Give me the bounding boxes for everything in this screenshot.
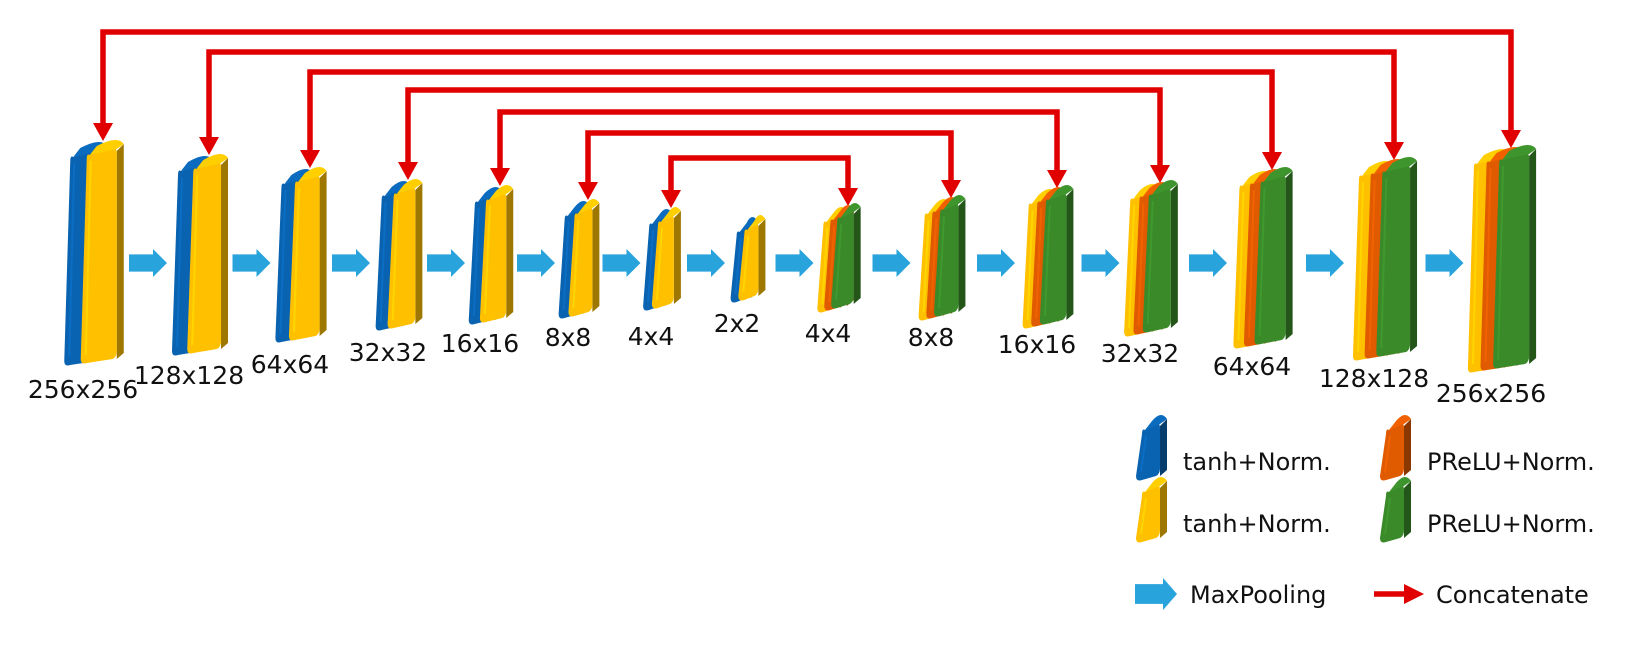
maxpool-arrow	[232, 249, 271, 277]
feature-block	[468, 184, 514, 325]
maxpool-arrow	[1306, 249, 1344, 277]
concat-arrow	[300, 69, 1282, 170]
legend-label-concatenate: Concatenate	[1436, 581, 1589, 609]
block-size-label: 2x2	[714, 309, 761, 338]
maxpool-arrow	[129, 249, 167, 277]
feature-block	[918, 194, 966, 321]
layer-prelu-green	[1376, 156, 1418, 357]
layer-tanh-yellow	[479, 184, 514, 323]
legend-label-prelu-orange: PReLU+Norm.	[1427, 448, 1595, 476]
layer-prelu-green	[1039, 184, 1074, 325]
block-size-label: 8x8	[545, 323, 592, 352]
maxpool-arrow	[1081, 249, 1120, 277]
feature-block	[730, 214, 766, 303]
legend-concat-arrow-icon	[1374, 584, 1424, 604]
layer-tanh-yellow	[568, 198, 600, 317]
maxpool-arrow	[517, 249, 555, 277]
legend-label-prelu-green: PReLU+Norm.	[1427, 510, 1595, 538]
feature-block	[643, 206, 681, 311]
feature-block	[171, 153, 229, 356]
block-size-label: 8x8	[908, 323, 955, 352]
legend-label-maxpooling: MaxPooling	[1190, 581, 1326, 609]
maxpool-arrows	[129, 249, 1464, 277]
skip-connections	[93, 29, 1521, 208]
feature-block	[1124, 179, 1178, 337]
maxpool-arrow	[775, 249, 814, 277]
layer-tanh-yellow	[80, 139, 124, 364]
legend-label-tanh-blue: tanh+Norm.	[1183, 448, 1331, 476]
feature-blocks	[64, 139, 1537, 373]
legend-swatch-tanh-yellow	[1136, 476, 1167, 543]
concat-arrow	[93, 29, 1521, 148]
block-size-label: 32x32	[349, 338, 427, 367]
maxpool-arrow	[427, 249, 465, 277]
block-size-label: 128x128	[134, 361, 244, 390]
block-size-label: 16x16	[998, 330, 1076, 359]
feature-block	[275, 166, 327, 343]
block-size-label: 16x16	[441, 329, 519, 358]
block-size-label: 64x64	[251, 350, 329, 379]
layer-tanh-yellow	[387, 178, 423, 329]
maxpool-arrow	[977, 249, 1015, 277]
block-size-label: 4x4	[805, 319, 852, 348]
feature-block	[1467, 144, 1537, 373]
legend-swatch-prelu-green	[1380, 476, 1411, 543]
concat-arrow	[661, 155, 858, 208]
concat-arrow	[490, 109, 1067, 188]
legend-swatch-prelu-orange	[1380, 414, 1411, 481]
feature-block	[817, 202, 861, 313]
feature-block	[1233, 166, 1293, 349]
concat-arrow	[578, 130, 961, 200]
concat-arrow	[199, 49, 1404, 160]
feature-block	[1352, 156, 1418, 361]
layer-prelu-green	[1493, 144, 1537, 369]
block-size-label: 256x256	[1436, 379, 1546, 408]
block-size-label: 64x64	[1213, 352, 1291, 381]
feature-block	[375, 178, 423, 331]
layer-prelu-green	[1142, 179, 1178, 333]
block-size-label: 32x32	[1101, 339, 1179, 368]
block-size-label: 128x128	[1319, 364, 1429, 393]
feature-block	[558, 198, 600, 319]
feature-block	[1022, 184, 1074, 329]
legend-swatch-tanh-blue	[1136, 414, 1167, 481]
layer-tanh-yellow	[738, 214, 766, 301]
legend-maxpool-arrow-icon	[1135, 578, 1177, 610]
maxpool-arrow	[1425, 249, 1464, 277]
legend-swatches	[1135, 414, 1424, 610]
maxpool-arrow	[602, 249, 641, 277]
layer-tanh-yellow	[288, 166, 327, 341]
maxpool-arrow	[687, 249, 725, 277]
layer-tanh-yellow	[187, 153, 229, 354]
block-size-label: 256x256	[28, 375, 138, 404]
legend-label-tanh-yellow: tanh+Norm.	[1183, 510, 1331, 538]
feature-block	[64, 139, 124, 366]
layer-prelu-green	[1254, 166, 1293, 345]
layer-tanh-yellow	[651, 206, 681, 309]
maxpool-arrow	[332, 249, 370, 277]
legend: tanh+Norm. tanh+Norm. PReLU+Norm. PReLU+…	[1135, 414, 1595, 610]
maxpool-arrow	[1189, 249, 1227, 277]
layer-prelu-green	[831, 202, 861, 309]
maxpool-arrow	[872, 249, 911, 277]
block-size-label: 4x4	[628, 322, 675, 351]
concat-arrow	[398, 87, 1170, 183]
layer-prelu-green	[934, 194, 966, 317]
